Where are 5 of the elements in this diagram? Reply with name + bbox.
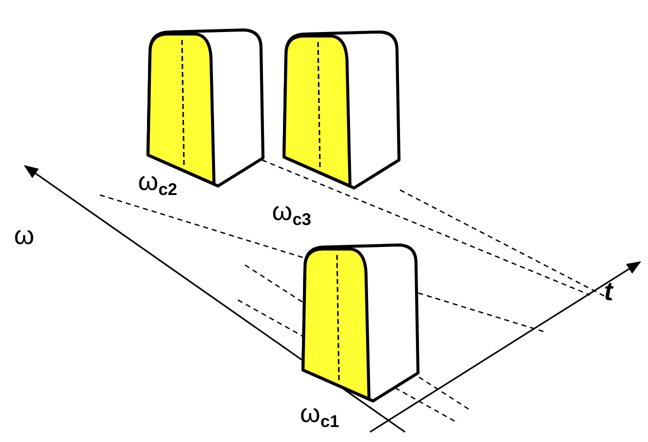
axis-label: ω <box>14 222 34 248</box>
carrier-frequency-label: ω$_{c2}$ <box>138 168 178 198</box>
axis-label: t <box>604 278 613 304</box>
carrier-frequency-label: ω$_{c3}$ <box>272 198 312 228</box>
carrier-frequency-label: ω$_{c1}$ <box>300 400 340 430</box>
